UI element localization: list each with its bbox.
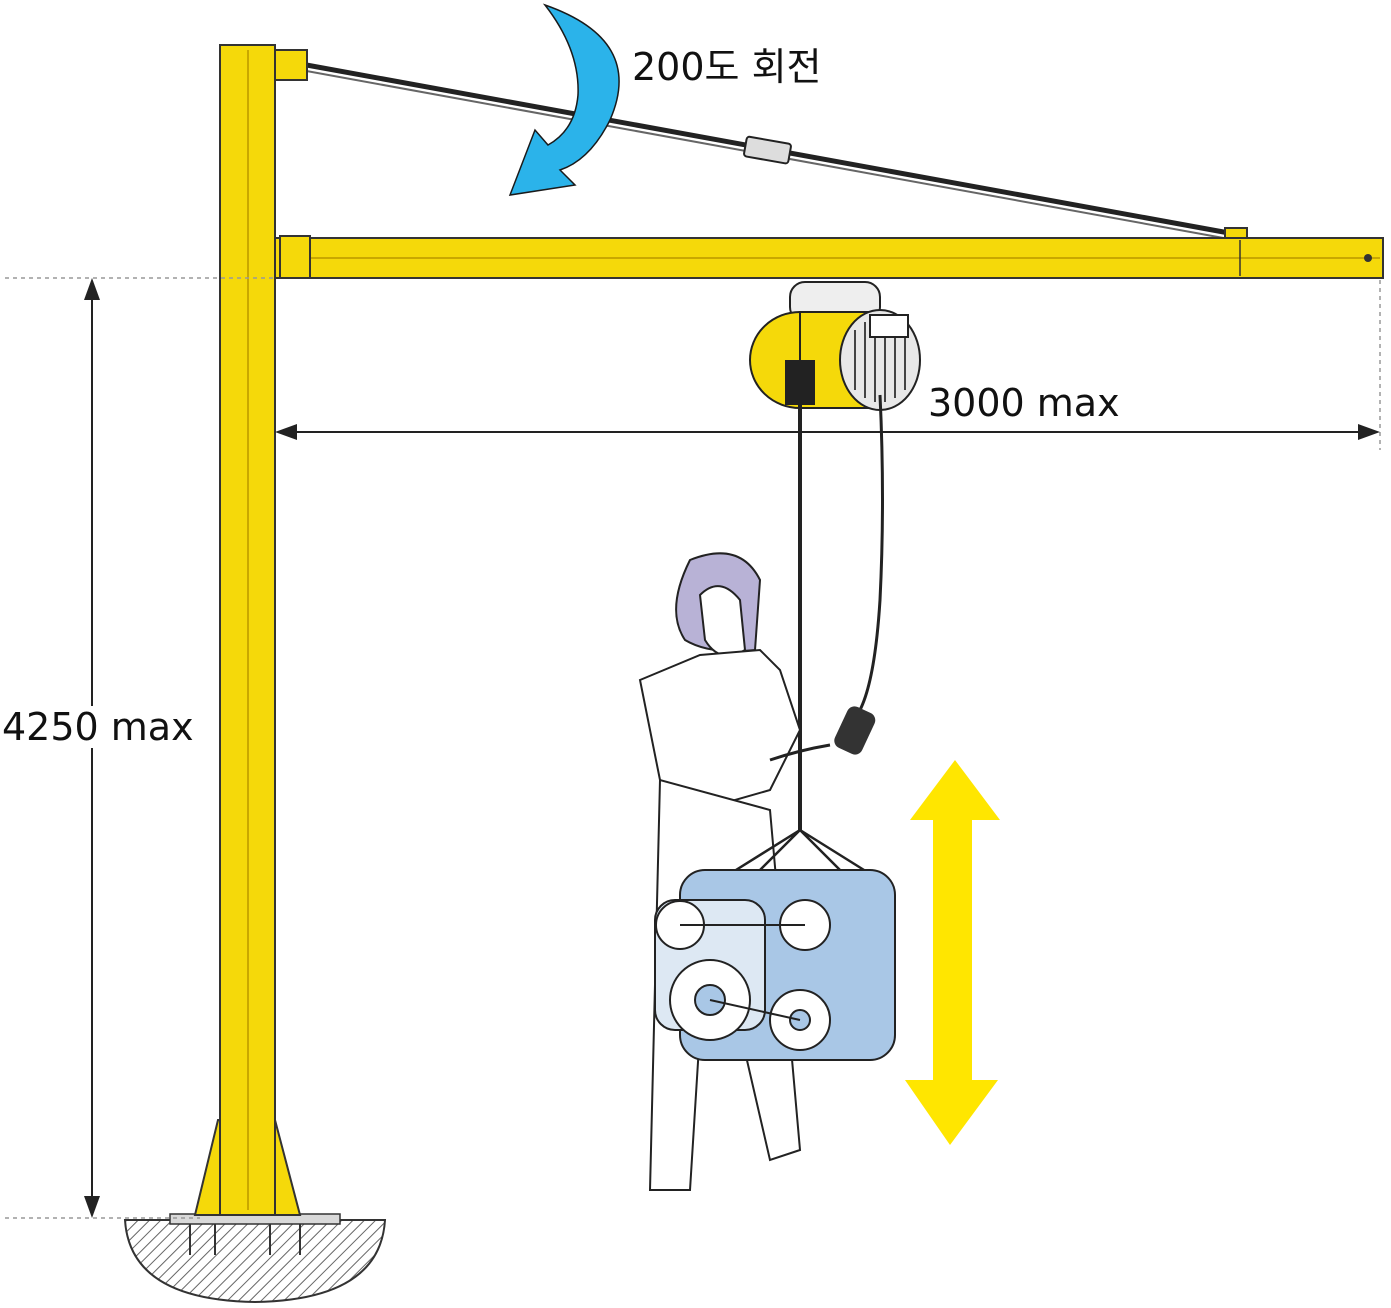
- electric-hoist: [749, 281, 921, 411]
- height-dimension-label: 4250 max: [2, 705, 194, 749]
- curved-rotation-arrow-icon: [508, 3, 620, 196]
- double-vertical-arrow-icon: [905, 760, 1000, 1145]
- pendant-cable: [834, 394, 884, 755]
- reach-dimension-line: [275, 280, 1381, 450]
- concrete-foundation: [123, 1213, 387, 1304]
- jib-boom: [274, 235, 1384, 279]
- engine-load: [654, 828, 896, 1061]
- tie-rod: [274, 49, 1248, 245]
- anchor-bolts: [189, 1224, 301, 1255]
- height-dimension-line: [5, 277, 275, 1219]
- rotation-angle-label: 200도 회전: [632, 45, 822, 89]
- reach-dimension-label: 3000 max: [928, 381, 1120, 425]
- crane-pillar: [193, 44, 302, 1216]
